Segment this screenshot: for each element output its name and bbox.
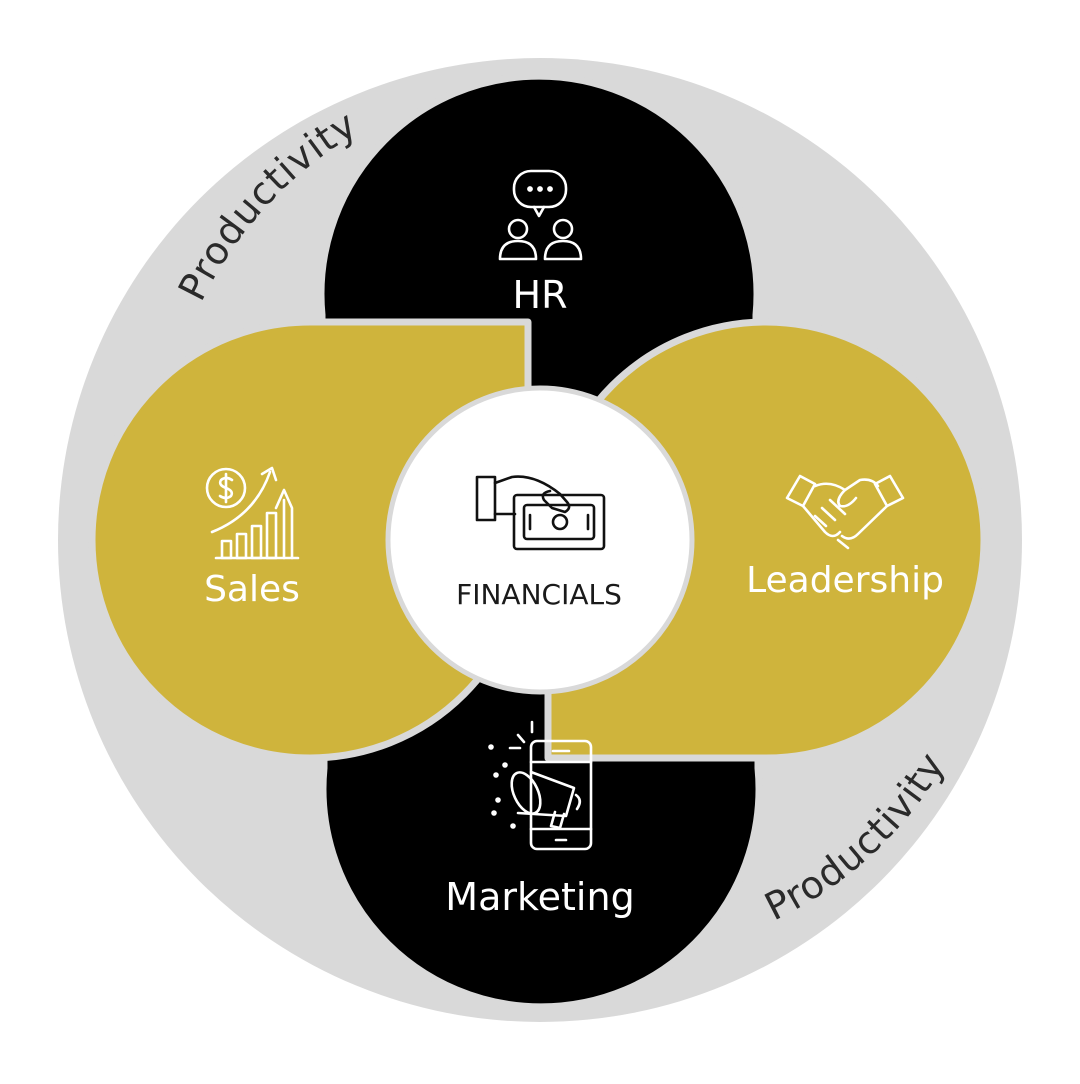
hand-with-money-icon <box>475 475 606 551</box>
team-chat-icon <box>498 169 583 261</box>
petal-label-hr: HR <box>513 273 568 317</box>
petal-label-leadership: Leadership <box>746 560 944 601</box>
sales-growth-icon <box>205 466 300 560</box>
petal-label-sales: Sales <box>204 569 300 610</box>
petal-label-marketing: Marketing <box>445 875 634 919</box>
center-label: FINANCIALS <box>456 578 622 611</box>
handshake-icon <box>785 474 905 550</box>
mobile-megaphone-icon <box>488 720 593 851</box>
